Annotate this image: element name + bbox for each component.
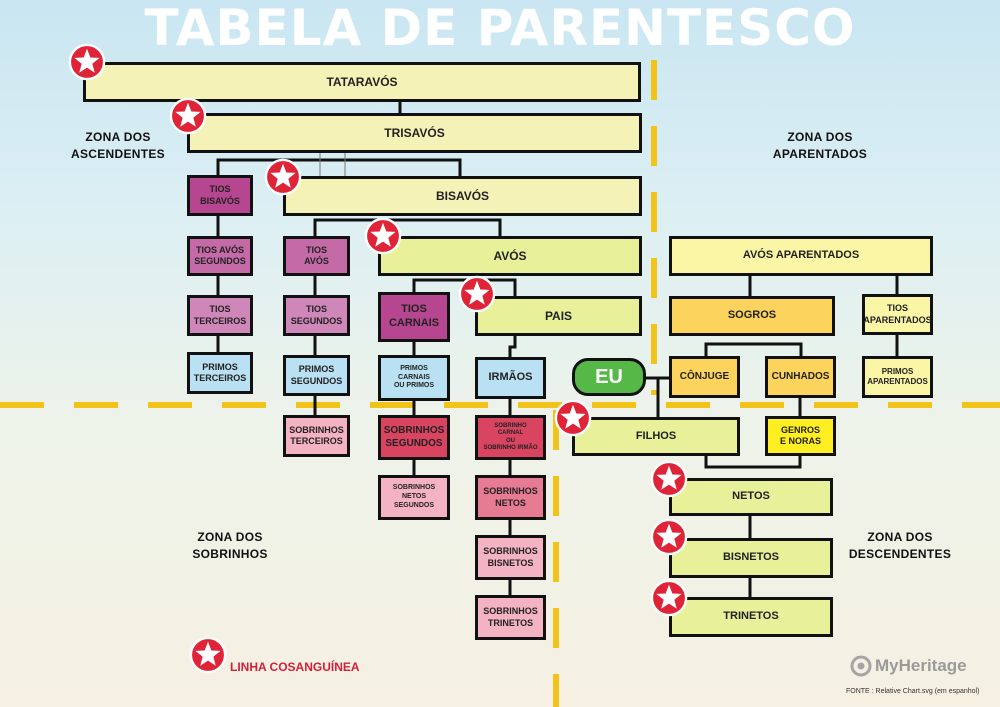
box-pais: PAIS — [475, 296, 642, 336]
star-icon — [554, 399, 592, 437]
star-icon — [458, 275, 496, 313]
box-bisavos: BISAVÓS — [283, 176, 642, 216]
myheritage-logo: MyHeritage — [850, 655, 967, 677]
box-avos-aparentados: AVÓS APARENTADOS — [669, 236, 933, 276]
myheritage-logo-icon — [850, 655, 872, 677]
star-icon — [650, 460, 688, 498]
star-icon — [364, 217, 402, 255]
star-icon — [68, 43, 106, 81]
dashed-dividers — [0, 60, 1000, 707]
box-avos: AVÓS — [378, 236, 642, 276]
star-icon — [169, 97, 207, 135]
tree-connectors — [216, 100, 899, 597]
box-trinetos: TRINETOS — [669, 597, 833, 637]
ascendente-links — [319, 153, 346, 176]
star-icon — [650, 518, 688, 556]
box-netos: NETOS — [669, 478, 833, 516]
source-note: FONTE : Relative Chart.svg (em espanhol) — [846, 688, 980, 695]
box-sogros: SOGROS — [669, 296, 835, 336]
box-irmaos: IRMÃOS — [475, 357, 546, 399]
box-tataravos: TATARAVÓS — [83, 62, 641, 102]
box-filhos: FILHOS — [572, 417, 740, 456]
star-icon — [264, 158, 302, 196]
star-icon — [650, 579, 688, 617]
box-eu: EU — [572, 358, 646, 396]
box-conjuge: CÔNJUGE — [669, 356, 740, 398]
box-trisavos: TRISAVÓS — [187, 113, 642, 153]
box-cunhados: CUNHADOS — [765, 356, 836, 398]
page-title: TABELA DE PARENTESCO — [144, 0, 856, 57]
box-bisnetos: BISNETOS — [669, 538, 833, 578]
logo-text: MyHeritage — [875, 656, 967, 675]
legend-star-icon — [189, 636, 227, 674]
legend-label: LINHA COSANGUÍNEA — [230, 660, 360, 674]
